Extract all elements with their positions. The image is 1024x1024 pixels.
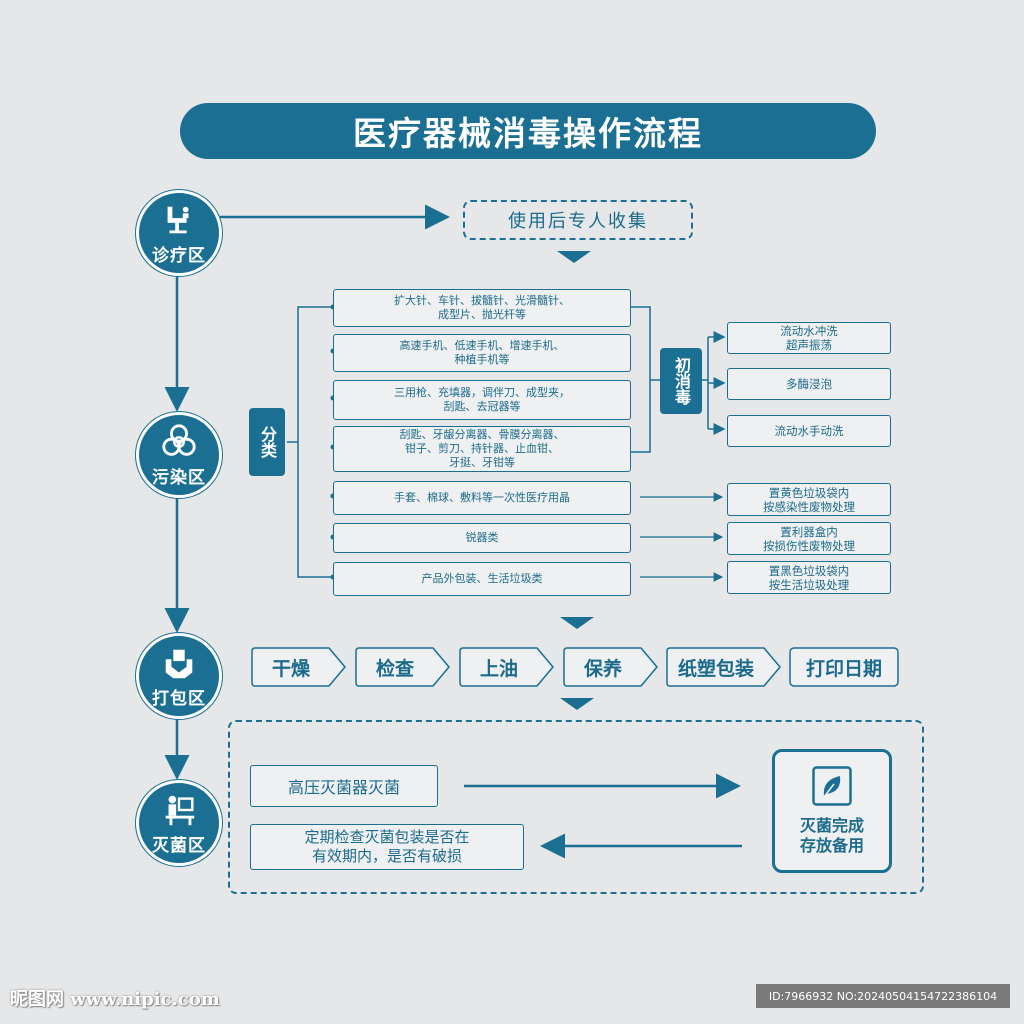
image-id-badge: ID:7966932 NO:20240504154722386104 bbox=[756, 984, 1010, 1008]
packaging-step: 干燥 bbox=[251, 647, 347, 687]
zone-sterilization: 灭菌区 bbox=[136, 780, 222, 866]
zone-label: 打包区 bbox=[152, 688, 206, 709]
page-title: 医疗器械消毒操作流程 bbox=[180, 103, 876, 159]
complete-box: 灭菌完成 存放备用 bbox=[772, 749, 892, 873]
disinfect-method-text: 流动水手动洗 bbox=[774, 424, 844, 438]
waste-handling-text: 置利器盒内 按损伤性废物处理 bbox=[763, 524, 855, 553]
zone-label: 灭菌区 bbox=[152, 835, 206, 856]
watermark-logo: 昵图网 www.nipic.com bbox=[10, 989, 220, 1010]
packaging-step-label: 纸塑包装 bbox=[677, 657, 754, 680]
zone-packaging: 打包区 bbox=[136, 633, 222, 719]
classify-tag: 分类 bbox=[249, 408, 285, 476]
zone-diagnosis: 诊疗区 bbox=[136, 190, 222, 276]
package-hands-icon bbox=[165, 649, 193, 678]
packaging-step: 检查 bbox=[355, 647, 451, 687]
zone-contaminated: 污染区 bbox=[136, 412, 222, 498]
sterilization-panel bbox=[228, 720, 924, 894]
disinfect-method: 流动水手动洗 bbox=[727, 415, 891, 447]
disinfect-method: 流动水冲洗 超声振荡 bbox=[727, 322, 891, 354]
packaging-step-label: 干燥 bbox=[271, 657, 310, 680]
collect-label: 使用后专人收集 bbox=[508, 211, 648, 232]
item-box: 产品外包装、生活垃圾类 bbox=[333, 562, 631, 596]
waste-handling-text: 置黑色垃圾袋内 按生活垃圾处理 bbox=[768, 563, 850, 592]
sterilize-box: 高压灭菌器灭菌 bbox=[250, 765, 438, 807]
item-box: 高速手机、低速手机、增速手机、 种植手机等 bbox=[333, 334, 631, 372]
item-text: 锐器类 bbox=[465, 531, 499, 544]
waste-handling: 置黑色垃圾袋内 按生活垃圾处理 bbox=[727, 561, 891, 594]
zone-label: 污染区 bbox=[152, 467, 206, 488]
biohazard-icon bbox=[162, 423, 196, 456]
packaging-step-label: 打印日期 bbox=[805, 657, 882, 680]
item-text: 扩大针、车针、拔髓针、光滑髓针、 成型片、抛光杆等 bbox=[394, 294, 570, 321]
item-box: 三用枪、充填器，调伴刀、成型夹， 刮匙、去冠器等 bbox=[333, 380, 631, 420]
packaging-step-label: 上油 bbox=[479, 657, 518, 680]
check-label: 定期检查灭菌包装是否在 有效期内，是否有破损 bbox=[304, 828, 470, 865]
waste-handling-text: 置黄色垃圾袋内 按感染性废物处理 bbox=[763, 485, 855, 514]
item-text: 三用枪、充填器，调伴刀、成型夹， 刮匙、去冠器等 bbox=[394, 386, 570, 413]
initial-disinfect-tag: 初消毒 bbox=[660, 348, 702, 414]
packaging-step-label: 检查 bbox=[375, 657, 414, 680]
initial-disinfect-label: 初消毒 bbox=[672, 357, 691, 405]
disinfect-method: 多酶浸泡 bbox=[727, 368, 891, 400]
packaging-step: 纸塑包装 bbox=[666, 647, 782, 687]
item-box: 手套、棉球、敷料等一次性医疗用晶 bbox=[333, 481, 631, 515]
item-box: 刮匙、牙龈分离器、骨膜分离器、 钳子、剪刀、持针器、止血钳、 牙挺、牙钳等 bbox=[333, 426, 631, 472]
sterilize-label: 高压灭菌器灭菌 bbox=[287, 778, 400, 797]
collect-box: 使用后专人收集 bbox=[463, 200, 693, 240]
disinfect-method-text: 流动水冲洗 超声振荡 bbox=[780, 324, 838, 352]
classify-label: 分类 bbox=[258, 426, 277, 458]
waste-handling: 置黄色垃圾袋内 按感染性废物处理 bbox=[727, 483, 891, 516]
waste-handling: 置利器盒内 按损伤性废物处理 bbox=[727, 522, 891, 555]
check-box: 定期检查灭菌包装是否在 有效期内，是否有破损 bbox=[250, 824, 524, 870]
complete-label: 灭菌完成 存放备用 bbox=[799, 816, 864, 855]
item-text: 刮匙、牙龈分离器、骨膜分离器、 钳子、剪刀、持针器、止血钳、 牙挺、牙钳等 bbox=[399, 428, 565, 469]
packaging-step: 保养 bbox=[563, 647, 659, 687]
disinfect-method-text: 多酶浸泡 bbox=[786, 377, 832, 391]
leaf-icon bbox=[812, 766, 852, 806]
down-chevron bbox=[560, 617, 594, 629]
packaging-step: 打印日期 bbox=[789, 647, 899, 687]
packaging-step-label: 保养 bbox=[583, 657, 622, 680]
workstation-icon bbox=[165, 795, 195, 825]
down-chevron bbox=[560, 698, 594, 710]
packaging-step: 上油 bbox=[459, 647, 555, 687]
down-chevron bbox=[557, 251, 591, 263]
item-text: 高速手机、低速手机、增速手机、 种植手机等 bbox=[399, 339, 565, 366]
item-box: 扩大针、车针、拔髓针、光滑髓针、 成型片、抛光杆等 bbox=[333, 289, 631, 327]
item-text: 手套、棉球、敷料等一次性医疗用晶 bbox=[394, 491, 570, 504]
item-text: 产品外包装、生活垃圾类 bbox=[421, 572, 543, 585]
dental-chair-icon bbox=[167, 206, 189, 233]
item-box: 锐器类 bbox=[333, 523, 631, 553]
zone-label: 诊疗区 bbox=[152, 245, 206, 266]
